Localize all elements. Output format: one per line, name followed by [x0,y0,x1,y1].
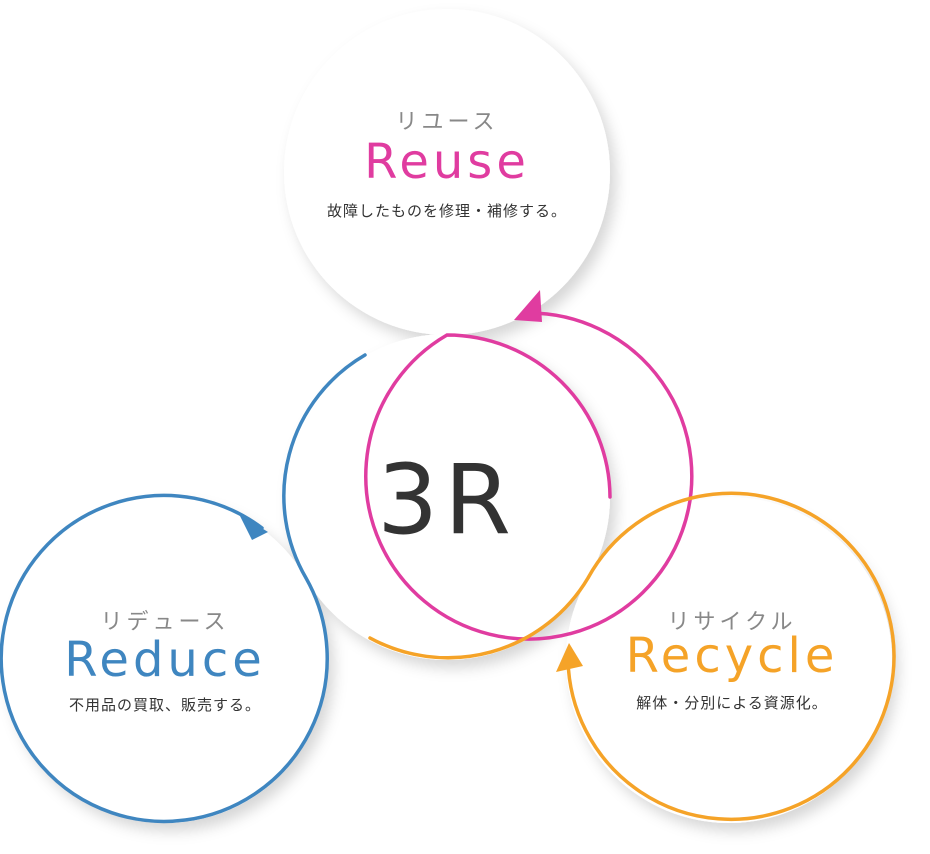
recycle-arrow-icon [556,643,583,672]
reuse-disc [284,9,610,335]
recycle-title: Recycle [625,628,839,684]
center-disc [284,334,610,660]
reuse-arc [364,311,694,641]
reduce-title: Reduce [64,632,266,688]
reuse-ring [364,311,694,641]
recycle-arc [368,491,896,822]
reuse-arrow-icon [514,290,542,322]
recycle-desc: 解体・分別による資源化。 [636,694,828,712]
reuse-desc: 故障したものを修理・補修する。 [326,202,567,220]
circle-fills [2,9,892,823]
reuse-title: Reuse [364,134,530,190]
reduce-arrow-icon [239,514,268,540]
recycle-kana: リサイクル [667,610,797,635]
reuse-kana: リユース [395,110,499,135]
recycle-ring [368,491,896,822]
reduce-kana: リデュース [100,610,230,635]
reduce-desc: 不用品の買取、販売する。 [68,696,261,714]
recycle-disc [566,497,892,823]
reduce-arc [0,353,367,824]
reduce-disc [2,497,328,823]
center-label: 3R [377,444,517,556]
reduce-ring [0,353,367,824]
